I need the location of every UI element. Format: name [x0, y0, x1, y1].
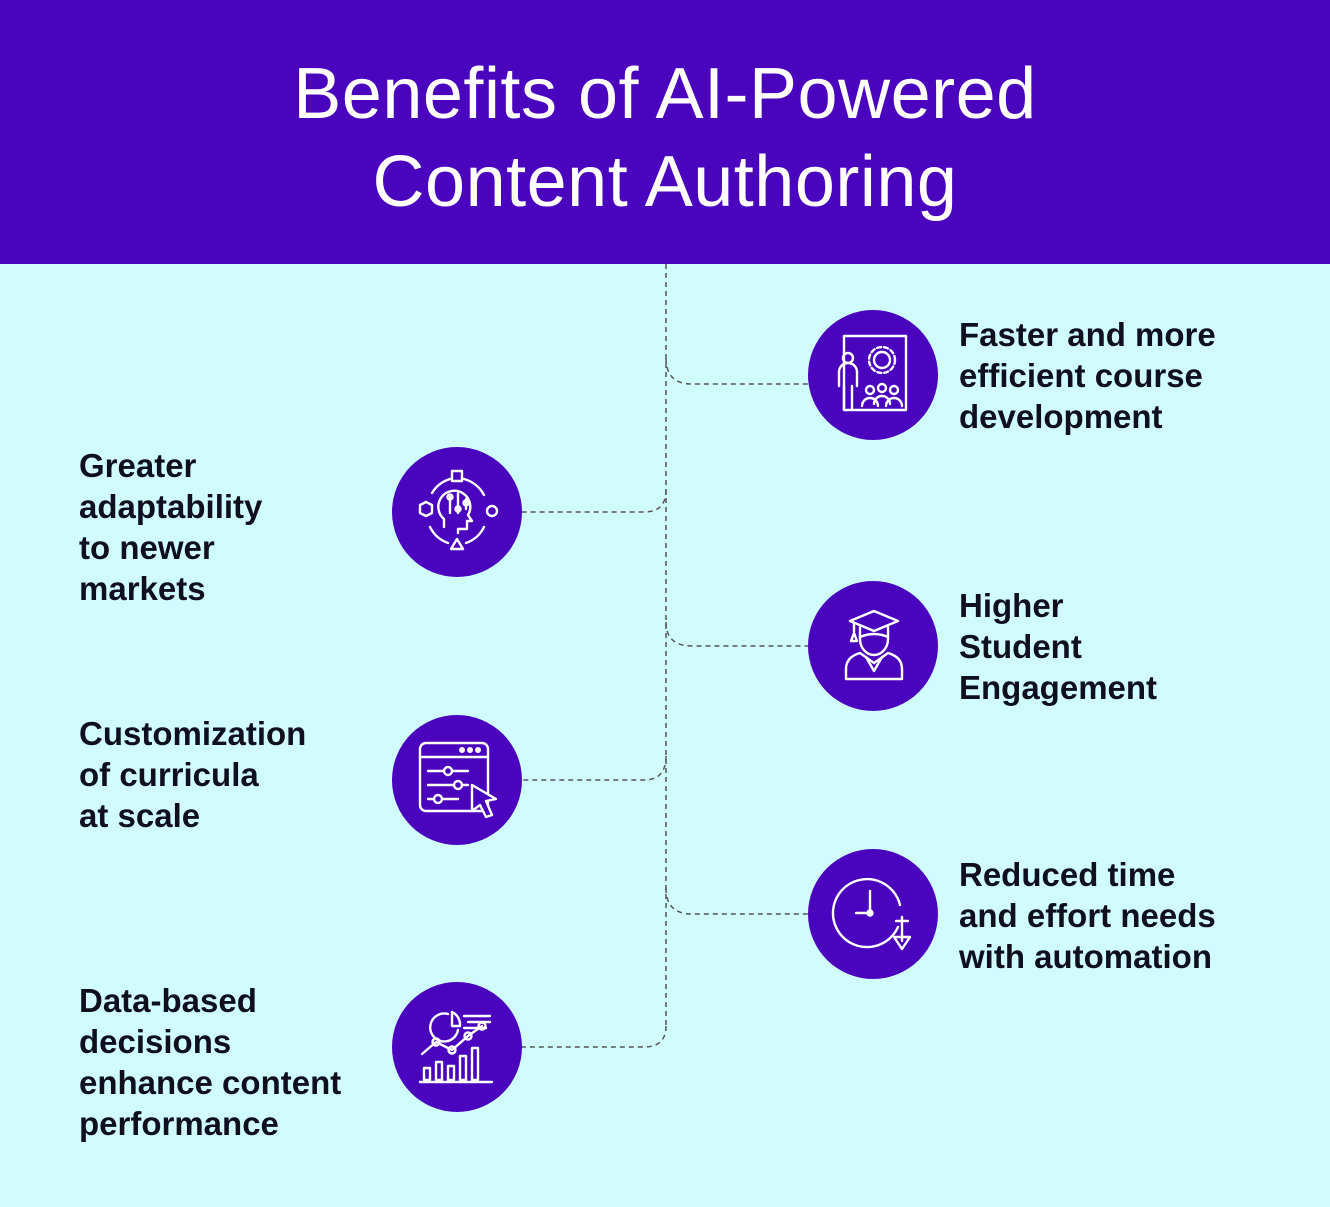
connector-5: [665, 887, 808, 915]
benefit-6-line-3: enhance content: [79, 1064, 342, 1101]
graduate-student-icon: [844, 609, 904, 681]
benefit-2-line-4: markets: [79, 570, 206, 607]
benefit-1-circle: [808, 310, 938, 440]
benefit-1-line-1: Faster and more: [959, 316, 1216, 353]
benefit-4-label: Customization of curricula at scale: [79, 713, 306, 836]
benefit-6-line-4: performance: [79, 1105, 279, 1142]
benefit-4-line-2: of curricula: [79, 756, 259, 793]
benefit-4-circle: [392, 715, 522, 845]
presentation-board-icon: [837, 334, 908, 412]
benefit-6-circle: [392, 982, 522, 1112]
connector-6: [522, 1025, 667, 1048]
analytics-chart-icon: [418, 1010, 494, 1084]
header-banner: Benefits of AI-Powered Content Authoring: [0, 0, 1330, 264]
benefit-6-label: Data-based decisions enhance content per…: [79, 980, 341, 1144]
benefit-3-line-1: Higher: [959, 587, 1064, 624]
title-line-2: Content Authoring: [372, 142, 958, 222]
benefit-5-circle: [808, 849, 938, 979]
benefit-1-label: Faster and more efficient course develop…: [959, 314, 1216, 437]
benefit-4-line-1: Customization: [79, 715, 307, 752]
benefit-2-line-1: Greater: [79, 447, 197, 484]
benefit-2-circle: [392, 447, 522, 577]
benefit-3-label: Higher Student Engagement: [959, 585, 1157, 708]
benefit-6-line-1: Data-based: [79, 982, 257, 1019]
settings-sliders-window-icon: [418, 741, 498, 819]
page-title: Benefits of AI-Powered Content Authoring: [0, 50, 1330, 226]
title-line-1: Benefits of AI-Powered: [293, 54, 1037, 134]
connector-4: [522, 755, 667, 781]
ai-head-cycle-icon: [418, 469, 499, 551]
benefit-3-line-2: Student: [959, 628, 1082, 665]
benefit-5-line-1: Reduced time: [959, 856, 1176, 893]
benefit-3-line-3: Engagement: [959, 669, 1158, 706]
benefit-2-label: Greater adaptability to newer markets: [79, 445, 262, 609]
benefit-1-line-2: efficient course: [959, 357, 1203, 394]
connector-2: [522, 489, 667, 513]
connector-3: [665, 621, 808, 647]
benefit-4-line-3: at scale: [79, 797, 201, 834]
benefit-1-line-3: development: [959, 398, 1163, 435]
benefit-3-circle: [808, 581, 938, 711]
clock-down-arrow-icon: [831, 877, 912, 951]
benefit-6-line-2: decisions: [79, 1023, 232, 1060]
benefit-2-line-3: to newer: [79, 529, 215, 566]
benefit-5-line-3: with automation: [959, 938, 1212, 975]
benefit-5-label: Reduced time and effort needs with autom…: [959, 854, 1216, 977]
connector-1: [665, 357, 808, 385]
benefit-5-line-2: and effort needs: [959, 897, 1216, 934]
benefit-2-line-2: adaptability: [79, 488, 263, 525]
